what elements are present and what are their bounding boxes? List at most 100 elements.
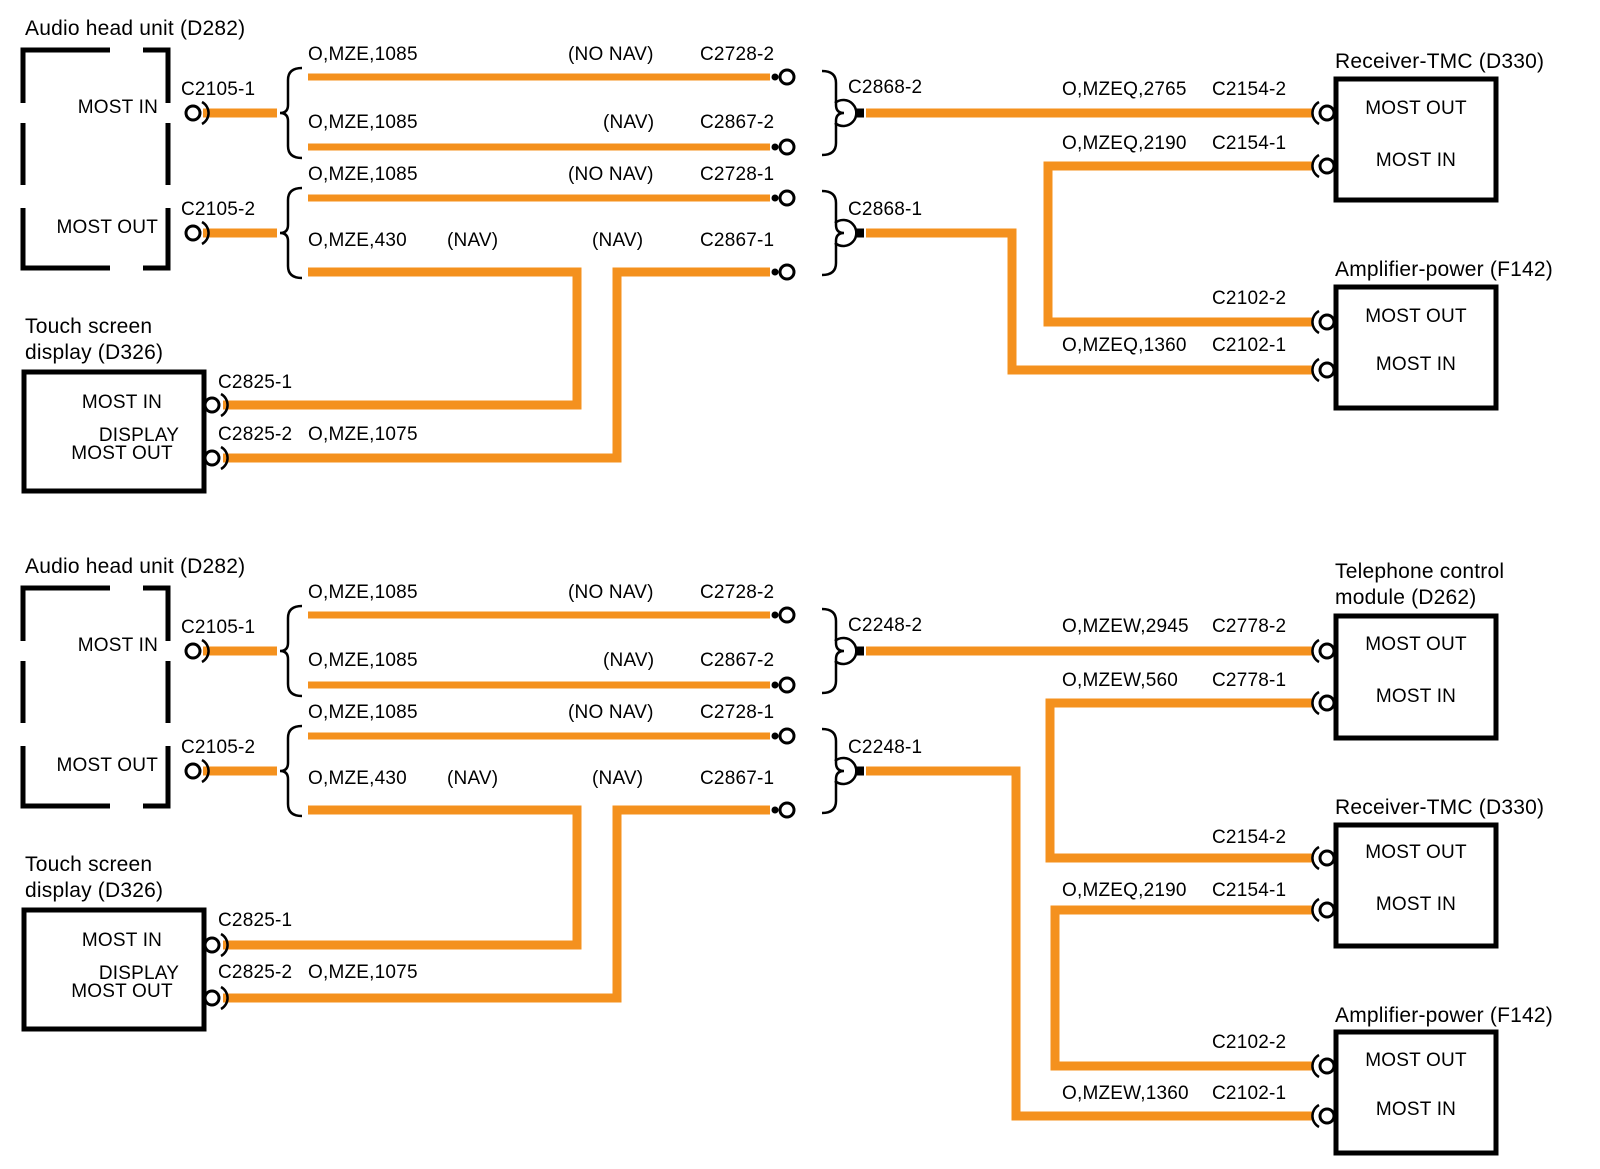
circuit-label: O,MZEQ,2765 bbox=[1062, 79, 1187, 100]
connector-label: C2154-2 bbox=[1212, 79, 1287, 100]
circuit-label: O,MZEQ,2190 bbox=[1062, 880, 1187, 901]
circuit-label: O,MZEQ,1360 bbox=[1062, 335, 1187, 356]
inline-connector-label: C2868-2 bbox=[848, 77, 923, 98]
connector-label: C2105-2 bbox=[181, 199, 256, 220]
section1-row-endpoints bbox=[771, 68, 796, 281]
amplifier-power-title: Amplifier-power (F142) bbox=[1335, 258, 1553, 281]
most-out-label: MOST OUT bbox=[1365, 842, 1467, 863]
wire-telephone-in-to-receiver-out bbox=[1045, 698, 1313, 863]
touch-screen-title: display (D326) bbox=[25, 341, 164, 364]
amplifier-power-title: Amplifier-power (F142) bbox=[1335, 1004, 1553, 1027]
display-label: DISPLAY bbox=[98, 425, 180, 446]
receiver-tmc-title: Receiver-TMC (D330) bbox=[1335, 796, 1545, 819]
variant-label: (NAV) bbox=[603, 112, 655, 133]
section2-inline-connector-halves bbox=[834, 636, 864, 786]
connector-label: C2825-2 bbox=[218, 962, 293, 983]
receiver-tmc-title: Receiver-TMC (D330) bbox=[1335, 50, 1545, 73]
display-label: DISPLAY bbox=[98, 963, 180, 984]
variant-label: (NAV) bbox=[592, 230, 644, 251]
wire-receiver-in-to-amp-out bbox=[1043, 161, 1313, 327]
variant-label: (NAV) bbox=[592, 768, 644, 789]
amplifier-power-box bbox=[1333, 284, 1499, 411]
wire-c2868-1-to-amplifier bbox=[866, 228, 1313, 375]
connector-label: C2867-2 bbox=[700, 650, 775, 671]
circuit-label: O,MZE,1075 bbox=[308, 424, 418, 445]
circuit-label: O,MZEQ,2190 bbox=[1062, 133, 1187, 154]
variant-label: (NO NAV) bbox=[568, 582, 654, 603]
touch-screen-box-2 bbox=[21, 907, 207, 1032]
circuit-label: O,MZEW,560 bbox=[1062, 670, 1179, 691]
circuit-label: O,MZE,1085 bbox=[308, 44, 418, 65]
audio-head-unit-title: Audio head unit (D282) bbox=[25, 17, 246, 40]
telephone-control-module-title: Telephone control bbox=[1335, 560, 1505, 583]
circuit-label: O,MZE,430 bbox=[308, 768, 407, 789]
circuit-label: O,MZE,430 bbox=[308, 230, 407, 251]
variant-label: (NO NAV) bbox=[568, 164, 654, 185]
touch-screen-title: Touch screen bbox=[25, 315, 153, 338]
connector-label: C2154-1 bbox=[1212, 133, 1287, 154]
connector-label: C2728-2 bbox=[700, 44, 775, 65]
connector-label: C2102-2 bbox=[1212, 288, 1287, 309]
most-out-label: MOST OUT bbox=[71, 981, 173, 1002]
most-in-label: MOST IN bbox=[1375, 150, 1457, 171]
amplifier-power-box-2 bbox=[1333, 1029, 1499, 1156]
inline-connector-label: C2248-2 bbox=[848, 615, 923, 636]
wire-touch-out-to-c2867-1-2 bbox=[223, 805, 770, 1003]
most-in-label: MOST IN bbox=[1375, 1099, 1457, 1120]
connector-label: C2102-2 bbox=[1212, 1032, 1287, 1053]
variant-label: (NAV) bbox=[603, 650, 655, 671]
connector-label: C2105-1 bbox=[181, 617, 256, 638]
section1-inline-connector-halves bbox=[834, 98, 864, 248]
connector-label: C2105-1 bbox=[181, 79, 256, 100]
circuit-label: O,MZE,1085 bbox=[308, 582, 418, 603]
most-in-label: MOST IN bbox=[81, 392, 163, 413]
section2-row-endpoints bbox=[771, 606, 796, 819]
variant-label: (NAV) bbox=[447, 230, 499, 251]
telephone-control-module-title: module (D262) bbox=[1335, 586, 1477, 609]
circuit-label: O,MZE,1085 bbox=[308, 164, 418, 185]
receiver-tmc-box-2 bbox=[1333, 822, 1499, 949]
wire-receiver-in-to-amp-out-2 bbox=[1050, 905, 1313, 1071]
circuit-label: O,MZE,1085 bbox=[308, 702, 418, 723]
connector-label: C2154-1 bbox=[1212, 880, 1287, 901]
telephone-control-module-box bbox=[1333, 613, 1499, 741]
connector-label: C2825-1 bbox=[218, 910, 293, 931]
connector-label: C2154-2 bbox=[1212, 827, 1287, 848]
most-out-label: MOST OUT bbox=[56, 217, 158, 238]
circuit-label: O,MZE,1085 bbox=[308, 112, 418, 133]
variant-label: (NAV) bbox=[447, 768, 499, 789]
connector-label: C2825-2 bbox=[218, 424, 293, 445]
connector-label: C2728-1 bbox=[700, 164, 775, 185]
circuit-label: O,MZE,1085 bbox=[308, 650, 418, 671]
wire-row4-to-touch-in-2 bbox=[223, 805, 582, 950]
touch-screen-title: Touch screen bbox=[25, 853, 153, 876]
most-out-label: MOST OUT bbox=[1365, 634, 1467, 655]
section2-braces bbox=[279, 604, 845, 818]
wire-c2248-1-to-amplifier bbox=[866, 766, 1313, 1121]
connector-label: C2105-2 bbox=[181, 737, 256, 758]
connector-label: C2825-1 bbox=[218, 372, 293, 393]
most-out-label: MOST OUT bbox=[1365, 306, 1467, 327]
section1-device-connector-glyphs bbox=[184, 100, 1336, 471]
connector-label: C2867-1 bbox=[700, 768, 775, 789]
inline-connector-label: C2248-1 bbox=[848, 737, 923, 758]
most-in-label: MOST IN bbox=[1375, 354, 1457, 375]
circuit-label: O,MZE,1075 bbox=[308, 962, 418, 983]
connector-label: C2102-1 bbox=[1212, 335, 1287, 356]
audio-head-unit-bracket-box-2 bbox=[20, 585, 171, 809]
most-out-label: MOST OUT bbox=[56, 755, 158, 776]
section2-module-boxes bbox=[21, 613, 1499, 1156]
circuit-label: O,MZEW,2945 bbox=[1062, 616, 1189, 637]
section1-wires bbox=[203, 73, 1313, 463]
touch-screen-box bbox=[21, 369, 207, 494]
most-in-label: MOST IN bbox=[77, 635, 158, 656]
section1-braces bbox=[279, 66, 845, 280]
connector-label: C2867-2 bbox=[700, 112, 775, 133]
variant-label: (NO NAV) bbox=[568, 702, 654, 723]
connector-label: C2728-1 bbox=[700, 702, 775, 723]
most-in-label: MOST IN bbox=[77, 97, 158, 118]
most-in-label: MOST IN bbox=[1375, 686, 1457, 707]
most-out-label: MOST OUT bbox=[71, 443, 173, 464]
most-in-label: MOST IN bbox=[1375, 894, 1457, 915]
